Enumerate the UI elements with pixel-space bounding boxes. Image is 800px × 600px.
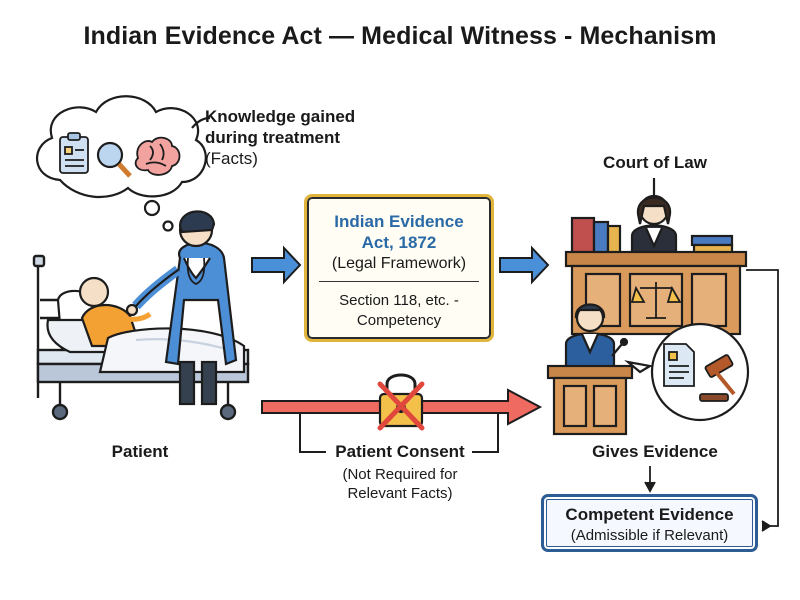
thought-note: (Facts) xyxy=(205,149,258,168)
consent-label: Patient Consent xyxy=(335,442,465,461)
cross-icon xyxy=(377,381,425,431)
doctor-figure xyxy=(125,210,238,406)
competent-subtitle: (Admissible if Relevant) xyxy=(570,527,729,544)
witness-stand xyxy=(546,364,634,436)
act-title: Indian Evidence Act, 1872 xyxy=(307,211,491,253)
act-divider xyxy=(319,281,479,282)
competent-evidence-box: Competent Evidence (Admissible if Releva… xyxy=(541,494,758,552)
scales-icon xyxy=(630,282,682,319)
clipboard-icon xyxy=(59,132,89,174)
document-icon xyxy=(663,343,695,387)
connector-court-to-competent xyxy=(746,269,779,532)
act-title-line-1: Indian Evidence xyxy=(334,212,464,231)
competent-title: Competent Evidence xyxy=(565,505,734,524)
act-title-line-2: Act, 1872 xyxy=(361,233,437,252)
act-subtitle: (Legal Framework) xyxy=(331,255,467,272)
act-section: Section 118, etc. - Competency xyxy=(307,291,491,331)
thought-text: Knowledge gained during treatment (Facts… xyxy=(205,106,395,169)
gavel-icon xyxy=(699,354,736,402)
court-bench xyxy=(564,178,748,336)
consent-note-line-2: Relevant Facts) xyxy=(347,485,453,502)
witness-figure xyxy=(564,303,629,372)
connector-gives-to-competent xyxy=(644,466,656,493)
arrow-act-to-court xyxy=(499,245,550,285)
act-section-line-1: Section 118, etc. - xyxy=(339,292,459,309)
act-section-line-2: Competency xyxy=(356,312,442,329)
page-title: Indian Evidence Act — Medical Witness - … xyxy=(83,22,717,50)
magnifier-icon xyxy=(96,141,132,178)
consent-note: (Not Required for Relevant Facts) xyxy=(300,465,500,503)
brain-icon xyxy=(134,136,181,176)
gives-evidence-label: Gives Evidence xyxy=(592,442,718,461)
thought-line-1: Knowledge gained xyxy=(205,107,356,126)
court-label: Court of Law xyxy=(603,153,707,172)
thought-line-2: during treatment xyxy=(205,128,341,147)
arrow-doctor-to-act xyxy=(251,245,302,285)
act-box: Indian Evidence Act, 1872 (Legal Framewo… xyxy=(304,194,494,342)
patient-label: Patient xyxy=(111,442,169,461)
consent-note-line-1: (Not Required for xyxy=(342,466,458,483)
consent-bracket xyxy=(299,412,499,453)
